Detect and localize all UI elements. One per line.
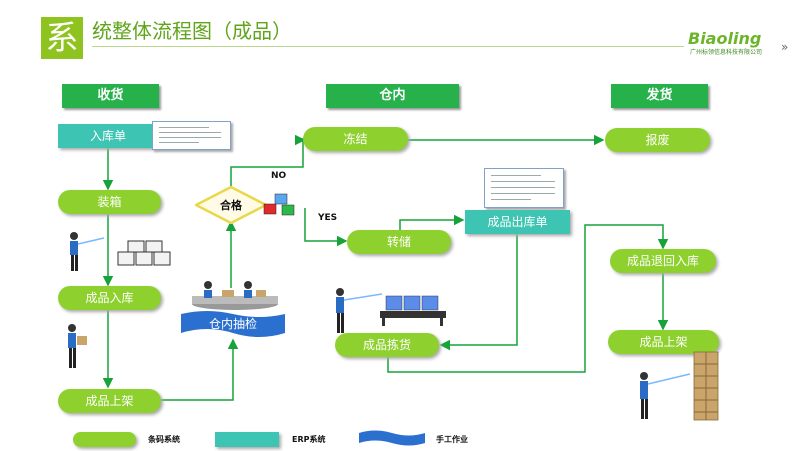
node-inbound-order: 入库单 (58, 124, 158, 148)
node-scrap: 报废 (605, 128, 710, 152)
legend-label-manual: 手工作业 (436, 435, 468, 444)
decision-label-qualified: 合格 (220, 199, 242, 212)
box-carrier-worker-icon (68, 324, 87, 368)
column-header-ship: 发货 (611, 84, 708, 108)
title-icon-char: 系 (41, 17, 83, 59)
node-picking: 成品拣货 (335, 333, 439, 357)
column-header-receive: 收货 (62, 84, 159, 108)
inbound-order-document-icon (152, 121, 231, 150)
legend-label-barcode: 条码系统 (148, 435, 180, 444)
legend-swatch-manual (359, 430, 425, 446)
connector-picking-to-return (387, 224, 669, 373)
node-transfer: 转储 (347, 230, 451, 254)
title-underline (92, 46, 684, 47)
legend-label-erp: ERP系统 (292, 435, 326, 444)
page-title: 统整体流程图（成品） (92, 19, 292, 43)
scanner-worker-icon (70, 232, 105, 271)
branch-label-no: NO (271, 171, 287, 181)
company-logo-subtitle: 广州标领信息科技有限公司 (690, 49, 763, 56)
node-freeze: 冻结 (303, 127, 408, 151)
node-product-inbound: 成品入库 (58, 286, 161, 310)
column-header-warehouse: 仓内 (326, 84, 459, 108)
manual-shape-inspection (181, 311, 285, 337)
connector-outbound-to-picking (439, 234, 518, 351)
boxes-icon (117, 240, 171, 266)
node-boxing: 装箱 (58, 190, 161, 214)
shelving-worker-icon (640, 351, 719, 421)
connector-shelve-to-inspection (160, 338, 239, 401)
node-shelve-right: 成品上架 (608, 330, 719, 354)
branch-label-yes: YES (318, 213, 338, 223)
inspection-workers-icon (192, 281, 278, 310)
node-inspection: 仓内抽检 (208, 317, 257, 331)
legend-swatch-barcode (73, 432, 136, 447)
node-outbound-order: 成品出库单 (465, 210, 570, 234)
colored-cubes-icon (263, 193, 295, 216)
decision-diamond-qualified (195, 186, 267, 224)
connector-qualified-no-to-freeze (230, 138, 304, 188)
legend-swatch-erp (215, 432, 279, 447)
company-logo: Biaoling (688, 29, 762, 48)
next-arrow-icon: » (781, 40, 789, 54)
node-return-inbound: 成品退回入库 (610, 249, 716, 273)
connector-transfer-to-outbound (399, 214, 465, 230)
node-shelve-left: 成品上架 (58, 389, 161, 413)
picking-station-icon (336, 288, 446, 333)
outbound-order-document-icon (484, 168, 564, 208)
connector-qualified-yes-to-transfer (304, 208, 348, 247)
